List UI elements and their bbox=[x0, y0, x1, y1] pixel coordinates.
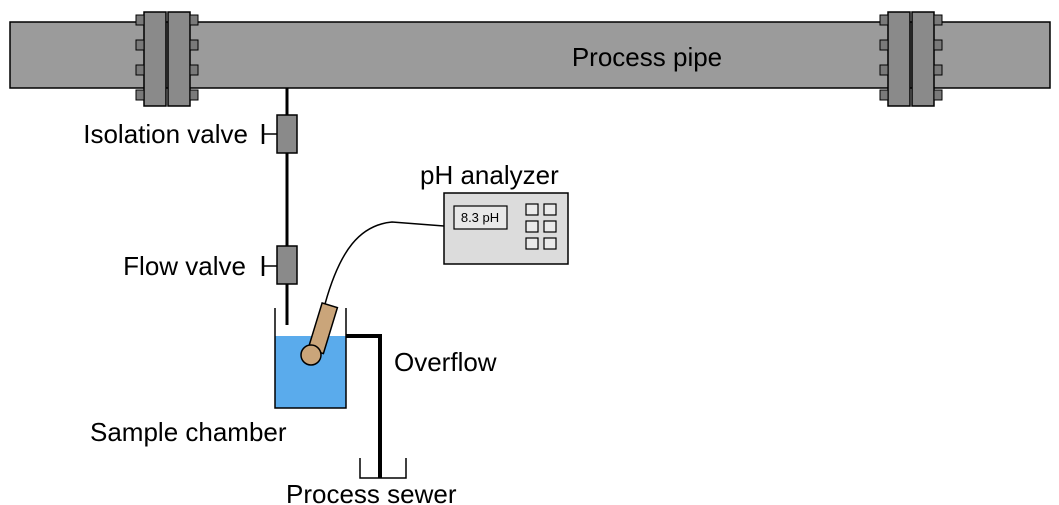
ph-analyzer: 8.3 pH bbox=[443, 192, 569, 265]
flange-bolts-left bbox=[135, 14, 199, 101]
isolation-valve bbox=[261, 114, 298, 154]
flange-bolt bbox=[933, 39, 943, 51]
process-sewer-label: Process sewer bbox=[286, 479, 457, 505]
left-flange bbox=[135, 11, 199, 107]
sample-chamber-label: Sample chamber bbox=[90, 417, 287, 447]
flange-bolt bbox=[879, 89, 889, 101]
flange-bolt bbox=[933, 64, 943, 76]
flange-bolt bbox=[135, 14, 145, 26]
flange-bolt bbox=[879, 39, 889, 51]
ph-analyzer-label: pH analyzer bbox=[420, 160, 559, 190]
keypad-button bbox=[543, 237, 557, 250]
flange-bolt bbox=[135, 89, 145, 101]
overflow-pipe bbox=[346, 334, 382, 478]
process-sewer bbox=[359, 458, 407, 479]
analyzer-keypad bbox=[525, 203, 557, 250]
flange-bolt bbox=[189, 39, 199, 51]
ph-probe bbox=[300, 302, 339, 366]
flange-bolt bbox=[135, 39, 145, 51]
flow-valve bbox=[261, 245, 298, 285]
right-flange bbox=[879, 11, 943, 107]
flange-bolt bbox=[879, 14, 889, 26]
keypad-button bbox=[525, 237, 539, 250]
analyzer-display-value: 8.3 pH bbox=[461, 210, 499, 225]
flange-bolt bbox=[933, 14, 943, 26]
flange-bolts-right bbox=[879, 14, 943, 101]
flow-valve-label: Flow valve bbox=[123, 251, 246, 281]
flange-bolt bbox=[189, 89, 199, 101]
isolation-valve-label: Isolation valve bbox=[83, 119, 248, 149]
analyzer-display bbox=[453, 205, 508, 230]
keypad-button bbox=[543, 220, 557, 233]
process-pipe-label: Process pipe bbox=[572, 42, 722, 72]
flange-bolt bbox=[135, 64, 145, 76]
flange-bolt bbox=[933, 89, 943, 101]
keypad-button bbox=[525, 220, 539, 233]
overflow-label: Overflow bbox=[394, 347, 497, 377]
flange-bolt bbox=[879, 64, 889, 76]
flange-bolt bbox=[189, 14, 199, 26]
keypad-button bbox=[525, 203, 539, 216]
keypad-button bbox=[543, 203, 557, 216]
probe-cable bbox=[324, 221, 445, 305]
flange-bolt bbox=[189, 64, 199, 76]
